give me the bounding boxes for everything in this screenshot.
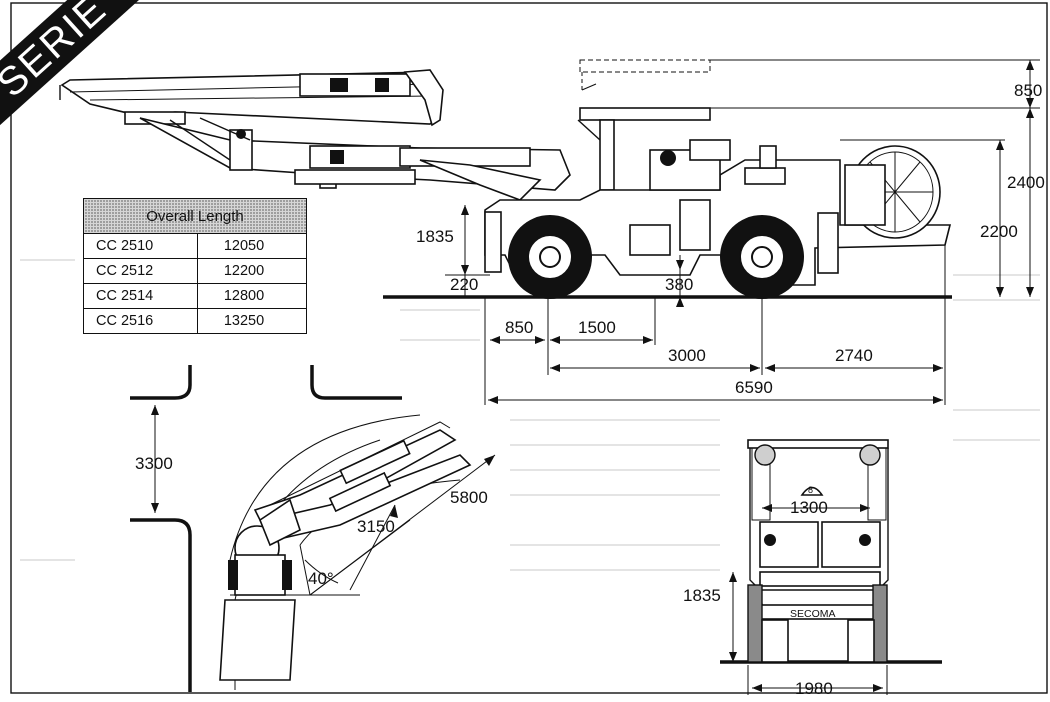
table-row: CC 2514 12800 <box>83 283 308 309</box>
lower-boom <box>139 117 571 201</box>
table-row: CC 2512 12200 <box>83 258 308 284</box>
dim-turn-radius-inner: 3150 <box>357 517 395 536</box>
dim-axle-clearance: 380 <box>665 275 693 294</box>
overall-length-table: Overall Length CC 2510 12050 CC 2512 122… <box>83 198 308 334</box>
dim-turn-radius-outer: 5800 <box>450 488 488 507</box>
dim-articulation-angle: 40° <box>308 569 334 588</box>
dim-light-spacing: 1300 <box>790 498 828 517</box>
model-cell: CC 2516 <box>83 308 198 334</box>
dim-rear-width: 1980 <box>795 679 833 698</box>
table-row: CC 2510 12050 <box>83 233 308 259</box>
table-row: CC 2516 13250 <box>83 308 308 334</box>
dim-canopy-travel: 850 <box>1014 81 1042 100</box>
dim-wheelbase: 3000 <box>668 346 706 365</box>
rear-wheel <box>720 215 804 299</box>
svg-text:8: 8 <box>808 485 813 495</box>
plan-view: 3300 5800 3150 40° <box>130 365 496 692</box>
dim-ground-clearance: 220 <box>450 275 478 294</box>
dim-cab-height: 2200 <box>980 222 1018 241</box>
model-cell: CC 2510 <box>83 233 198 259</box>
side-view: 850 2400 2200 1835 220 380 850 <box>59 59 1045 405</box>
rear-view: 8 1300 SECOMA 1835 1980 <box>683 439 942 698</box>
dim-rear-section: 2740 <box>835 346 873 365</box>
model-cell: CC 2514 <box>83 283 198 309</box>
model-cell: CC 2512 <box>83 258 198 284</box>
dim-tunnel-width: 3300 <box>135 454 173 473</box>
dim-front-overhang: 850 <box>505 318 533 337</box>
dim-total-length: 6590 <box>735 378 773 397</box>
bleed-through-text <box>20 259 1040 571</box>
dim-front-to-axle: 1500 <box>578 318 616 337</box>
dim-rear-boom-height: 1835 <box>683 586 721 605</box>
carrier <box>484 139 952 286</box>
length-cell: 12050 <box>196 233 308 259</box>
sheet-frame <box>10 2 1048 694</box>
table-header: Overall Length <box>83 198 307 234</box>
length-cell: 13250 <box>196 308 308 334</box>
dim-canopy-height: 2400 <box>1007 173 1045 192</box>
front-wheel <box>508 215 592 299</box>
dim-boom-height: 1835 <box>416 227 454 246</box>
length-cell: 12800 <box>196 283 308 309</box>
canopy <box>577 59 711 191</box>
length-cell: 12200 <box>196 258 308 284</box>
rear-brand-plate: SECOMA <box>790 608 836 620</box>
upper-boom <box>59 69 444 127</box>
